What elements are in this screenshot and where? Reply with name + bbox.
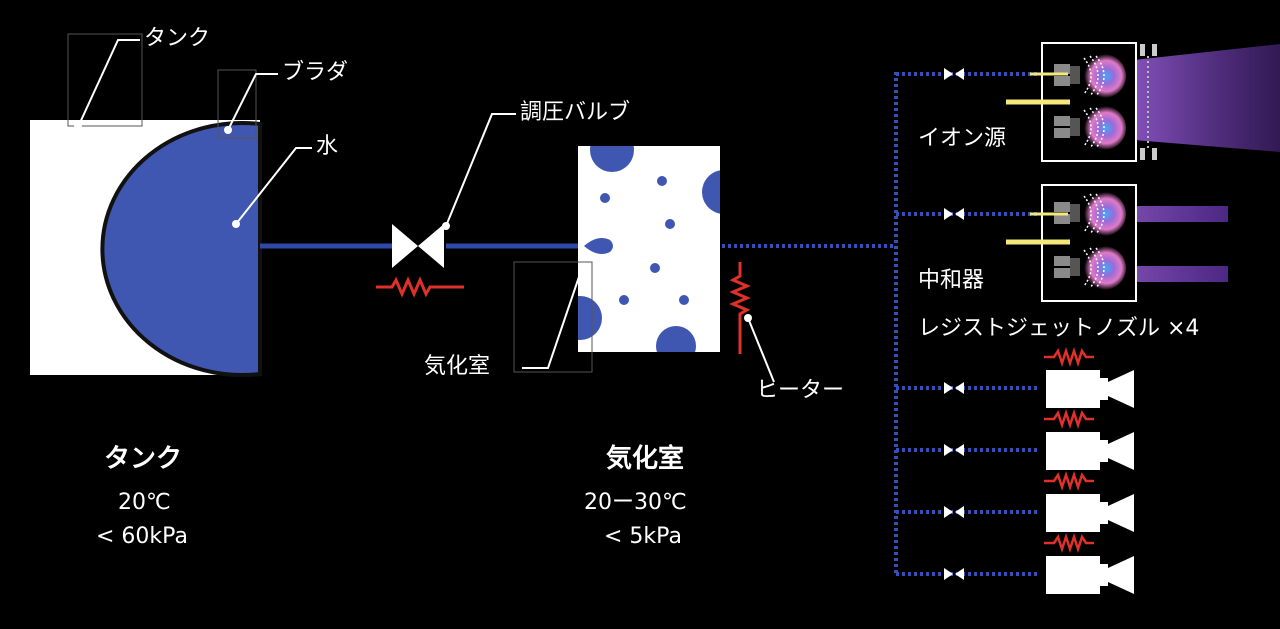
pressure-valve xyxy=(392,224,444,268)
bladder-callout-label: ブラダ xyxy=(282,60,349,85)
resistojet-nozzle-4 xyxy=(1046,556,1134,594)
bladder-leader-dot xyxy=(224,126,232,134)
valve-callout-label: 調圧バルブ xyxy=(520,100,631,125)
water-leader-dot xyxy=(232,220,240,228)
resistojet-nozzle-1 xyxy=(1046,370,1134,408)
resistojet-heater-3 xyxy=(1042,473,1096,489)
branch-valve-3 xyxy=(944,382,964,394)
valve-heater xyxy=(376,276,464,298)
neutralizer-plume-1 xyxy=(1136,206,1228,222)
ion-source-label: イオン源 xyxy=(918,126,1007,151)
valve-leader-dot xyxy=(442,222,450,230)
branch-valve-4 xyxy=(944,444,964,456)
resistojet-label: レジストジェットノズル ×4 xyxy=(918,316,1200,341)
tank-leader xyxy=(77,39,140,128)
neutralizer-plume-2 xyxy=(1136,266,1228,282)
vaporizer-guide-box xyxy=(513,261,593,373)
tank xyxy=(30,120,262,377)
resistojet-nozzle-2 xyxy=(1046,432,1134,470)
vaporizer-heater xyxy=(729,262,751,354)
tank-leader-dot xyxy=(74,123,82,131)
water-callout-label: 水 xyxy=(316,134,339,159)
resistojet-heater-1 xyxy=(1042,349,1096,365)
heater-leader-dot xyxy=(744,314,752,322)
tank-guide-box xyxy=(67,33,143,127)
branch-valve-1 xyxy=(944,68,964,80)
water-leader xyxy=(235,147,312,225)
vaporization-chamber xyxy=(578,146,720,352)
vaporizer-callout-label: 気化室 xyxy=(424,354,491,379)
resistojet-heater-2 xyxy=(1042,411,1096,427)
resistojet-heater-4 xyxy=(1042,535,1096,551)
valve-leader xyxy=(445,113,516,227)
tank-spec-title: タンク xyxy=(104,444,183,474)
tank-spec-temp: 20℃ xyxy=(118,490,171,515)
bladder-guide-box xyxy=(217,69,257,139)
vaporizer-spec-pressure: < 5kPa xyxy=(604,524,682,549)
ion-plume xyxy=(1134,44,1280,152)
vaporizer-leader xyxy=(522,267,583,369)
dotted-pipe-network xyxy=(722,72,1040,576)
heater-leader xyxy=(747,317,775,383)
vaporizer-spec-title: 気化室 xyxy=(606,444,685,474)
resistojet-nozzles xyxy=(1042,349,1134,594)
tank-callout-label: タンク xyxy=(144,26,211,51)
tank-spec-pressure: < 60kPa xyxy=(96,524,188,549)
bladder-leader xyxy=(227,73,278,131)
resistojet-nozzle-3 xyxy=(1046,494,1134,532)
neutralizer xyxy=(1006,184,1228,302)
water-bladder xyxy=(100,121,262,377)
vaporizer-spec-temp: 20ー30℃ xyxy=(584,490,687,515)
branch-valve-2 xyxy=(944,208,964,220)
vaporizer-leader-dot xyxy=(578,264,586,272)
branch-valve-5 xyxy=(944,506,964,518)
ion-source xyxy=(1006,42,1280,162)
neutralizer-label: 中和器 xyxy=(918,268,985,293)
branch-valve-6 xyxy=(944,568,964,580)
heater-callout-label: ヒーター xyxy=(756,378,845,403)
